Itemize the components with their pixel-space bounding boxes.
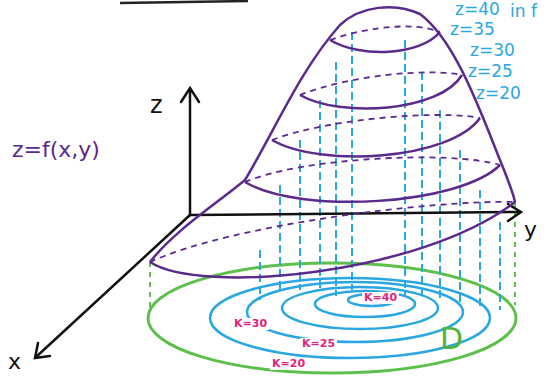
level-label: z=40 xyxy=(455,0,500,19)
contour-label: K=25 xyxy=(300,338,337,350)
contour-label: K=20 xyxy=(270,358,307,370)
contour-label: K=30 xyxy=(232,318,269,330)
domain-region xyxy=(148,263,516,373)
title-underline xyxy=(120,1,248,3)
level-label: z=25 xyxy=(468,62,513,81)
contour-label: K=40 xyxy=(362,292,399,304)
surface xyxy=(150,7,515,277)
axis-label: x xyxy=(8,350,21,374)
axes xyxy=(35,88,521,358)
level-label: z=35 xyxy=(450,20,495,39)
level-label: z=20 xyxy=(476,84,521,103)
region-label: D xyxy=(440,322,463,355)
function-label: z=f(x,y) xyxy=(12,138,100,162)
axis-label: y xyxy=(524,218,537,242)
projection-line xyxy=(149,262,151,312)
level-label: z=30 xyxy=(470,41,515,60)
axis-label: z xyxy=(150,92,163,118)
note-text: in f xyxy=(510,2,537,21)
level-curves xyxy=(210,278,490,358)
